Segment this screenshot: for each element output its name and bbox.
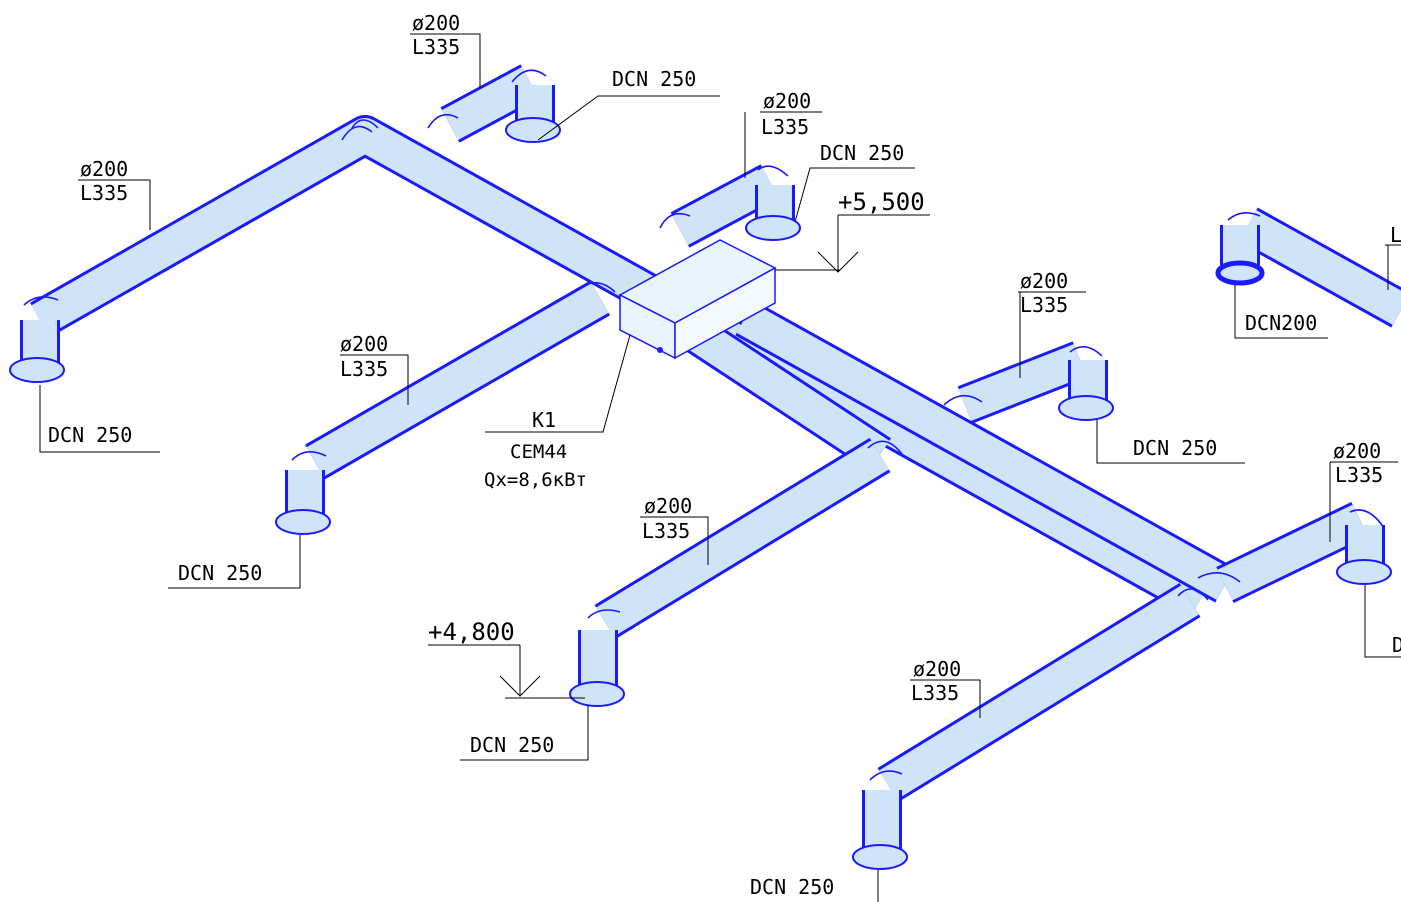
partial-label-l: L xyxy=(1390,223,1401,247)
branch-2-dia: ø200 xyxy=(80,157,128,181)
diffuser-6 xyxy=(1336,559,1392,585)
unit-labels: K1 CEM44 Qx=8,6кВт xyxy=(484,408,587,491)
branch-4-dia: ø200 xyxy=(340,332,388,356)
branch-8-dia: ø200 xyxy=(1333,439,1381,463)
branch-size-labels: ø200 L335 ø200 L335 ø200 L335 ø200 L335 … xyxy=(80,11,1401,705)
diffuser-label-8: DCN200 xyxy=(1245,311,1317,335)
diffuser-label-1: DCN 250 xyxy=(612,67,696,91)
branch-6-dia: ø200 xyxy=(644,494,692,518)
branch-3-dia: ø200 xyxy=(763,89,811,113)
diffusers xyxy=(9,117,1392,870)
elevation-upper: +5,500 xyxy=(838,188,925,216)
diffuser-3 xyxy=(505,117,561,143)
diffuser-label-3: DCN 250 xyxy=(48,423,132,447)
unit-capacity: Qx=8,6кВт xyxy=(484,469,587,491)
diffuser-label-5: DCN 250 xyxy=(1133,436,1217,460)
diffuser-label-4: DCN 250 xyxy=(178,561,262,585)
partial-label-d: D xyxy=(1392,633,1401,657)
elbow-seams xyxy=(23,69,1385,781)
unit-tag: K1 xyxy=(532,408,556,432)
diffuser-8 xyxy=(852,844,908,870)
branch-7-dia: ø200 xyxy=(913,657,961,681)
elevation-labels: +5,500 +4,800 xyxy=(428,188,925,646)
diffuser-2 xyxy=(275,509,331,535)
unit-model: CEM44 xyxy=(510,441,567,463)
diffuser-9 xyxy=(1215,260,1265,286)
diffuser-label-7: DCN 250 xyxy=(750,875,834,899)
diffuser-label-2: DCN 250 xyxy=(820,141,904,165)
diffuser-1 xyxy=(9,357,65,383)
branch-8-len: L335 xyxy=(1335,463,1383,487)
diffuser-4 xyxy=(745,215,801,241)
diffuser-label-6: DCN 250 xyxy=(470,733,554,757)
branch-7-len: L335 xyxy=(911,681,959,705)
branch-1-len: L335 xyxy=(412,35,460,59)
branch-4-len: L335 xyxy=(340,357,388,381)
branch-6-len: L335 xyxy=(642,519,690,543)
leader-lines xyxy=(39,33,1401,902)
branch-5-len: L335 xyxy=(1020,293,1068,317)
branch-3-len: L335 xyxy=(761,115,809,139)
diffuser-7 xyxy=(569,681,625,707)
diffuser-5 xyxy=(1058,395,1114,421)
branch-2-len: L335 xyxy=(80,181,128,205)
diffuser-labels: DCN 250 DCN 250 DCN 250 DCN 250 DCN 250 … xyxy=(48,67,1317,899)
branch-1-dia: ø200 xyxy=(412,11,460,35)
unit-box xyxy=(618,239,777,360)
elevation-lower: +4,800 xyxy=(428,618,515,646)
branch-5-dia: ø200 xyxy=(1020,269,1068,293)
